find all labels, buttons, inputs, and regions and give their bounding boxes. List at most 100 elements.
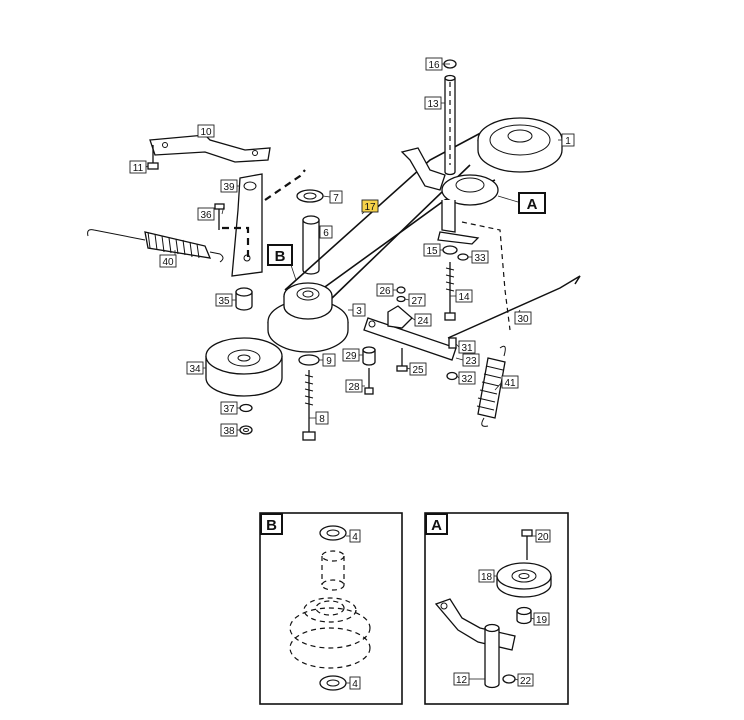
part-label-16[interactable]: 16: [425, 57, 443, 71]
part-label-text: 40: [162, 257, 174, 268]
nut-32: [446, 371, 458, 381]
part-label-40[interactable]: 40: [159, 254, 177, 268]
part-label-17[interactable]: 17: [361, 199, 379, 213]
callout-a[interactable]: A: [518, 192, 546, 214]
part-label-37[interactable]: 37: [220, 401, 238, 415]
part-label-box: [215, 293, 233, 307]
part-label-text: 31: [461, 343, 473, 354]
part-label-28[interactable]: 28: [345, 379, 363, 393]
lever-arm-23: [363, 317, 457, 361]
part-label-31[interactable]: 31: [458, 340, 476, 354]
bolt-28: [364, 368, 374, 395]
part-label-box: [159, 254, 177, 268]
callout-b[interactable]: B: [267, 244, 293, 266]
part-label-box: [471, 250, 489, 264]
inset-a-bolt-20: [521, 529, 533, 560]
part-label-box: [315, 411, 329, 425]
bolt-14: [444, 262, 456, 321]
washer-15: [442, 245, 458, 255]
part-label-text: 35: [218, 296, 230, 307]
idler-bracket-a: [400, 147, 499, 245]
nut-33: [457, 253, 469, 261]
part-label-box: [462, 353, 480, 367]
pin-31: [448, 337, 457, 349]
part-label-text: 9: [326, 356, 332, 367]
part-label-9[interactable]: 9: [322, 353, 336, 367]
part-label-23[interactable]: 23: [462, 353, 480, 367]
part-label-32[interactable]: 32: [458, 371, 476, 385]
part-label-13[interactable]: 13: [424, 96, 442, 110]
part-label-8[interactable]: 8: [315, 411, 329, 425]
part-label-text: 27: [411, 296, 423, 307]
part-label-box: [424, 96, 442, 110]
part-label-box: [129, 160, 147, 174]
inset-a-letter: A: [431, 517, 442, 534]
part-label-box: [458, 371, 476, 385]
idler-pulley-assembly: [267, 282, 349, 353]
washer-27: [396, 295, 406, 303]
inset-a-spacer-19: [516, 606, 532, 625]
part-label-11[interactable]: 11: [129, 160, 147, 174]
part-label-box: [345, 379, 363, 393]
part-label-box: [376, 283, 394, 297]
part-label-38[interactable]: 38: [220, 423, 238, 437]
dashed-link-39: [264, 169, 306, 201]
part-label-26[interactable]: 26: [376, 283, 394, 297]
inset-a: A 20 18 19: [424, 512, 569, 705]
part-label-36[interactable]: 36: [197, 207, 215, 221]
main-pulley-1: [477, 117, 563, 173]
part-label-box: [352, 303, 366, 317]
part-label-27[interactable]: 27: [408, 293, 426, 307]
part-label-1[interactable]: 1: [561, 133, 575, 147]
bolt-36: [214, 203, 225, 230]
callout-a-text: A: [527, 196, 538, 213]
part-label-34[interactable]: 34: [186, 361, 204, 375]
part-label-15[interactable]: 15: [423, 243, 441, 257]
part-label-text: 10: [200, 127, 212, 138]
inset-b-spacer: [321, 550, 345, 591]
part-label-text: 17: [364, 202, 376, 213]
inset-a-label-19: 19: [536, 615, 548, 626]
rod-30: [447, 275, 581, 339]
part-label-10[interactable]: 10: [197, 124, 215, 138]
part-label-14[interactable]: 14: [455, 289, 473, 303]
part-label-text: 7: [333, 193, 339, 204]
part-label-30[interactable]: 30: [514, 311, 532, 325]
part-label-text: 41: [504, 378, 516, 389]
part-label-box: [501, 375, 519, 389]
part-label-7[interactable]: 7: [329, 190, 343, 204]
part-label-33[interactable]: 33: [471, 250, 489, 264]
part-label-text: 13: [427, 99, 439, 110]
part-label-box: [186, 361, 204, 375]
part-label-text: 15: [426, 246, 438, 257]
spring-41: [476, 345, 506, 427]
bracket-24: [387, 305, 413, 329]
part-label-29[interactable]: 29: [342, 348, 360, 362]
part-label-text: 37: [223, 404, 235, 415]
part-label-text: 29: [345, 351, 357, 362]
part-label-41[interactable]: 41: [501, 375, 519, 389]
part-label-box: [342, 348, 360, 362]
inset-a-label-22: 22: [520, 676, 532, 687]
part-label-text: 24: [417, 316, 429, 327]
part-label-35[interactable]: 35: [215, 293, 233, 307]
part-label-text: 1: [565, 136, 571, 147]
part-label-text: 3: [356, 306, 362, 317]
part-label-box: [197, 124, 215, 138]
part-label-text: 33: [474, 253, 486, 264]
part-label-text: 36: [200, 210, 212, 221]
washer-9: [298, 354, 320, 366]
part-label-24[interactable]: 24: [414, 313, 432, 327]
pulley-34: [205, 337, 283, 397]
part-label-box: [319, 225, 333, 239]
part-label-box: [329, 190, 343, 204]
inset-b-label-bottom: 4: [352, 679, 358, 690]
part-label-text: 25: [412, 365, 424, 376]
inset-b-pulley: [289, 597, 371, 669]
part-label-3[interactable]: 3: [352, 303, 366, 317]
part-label-box: [322, 353, 336, 367]
part-label-6[interactable]: 6: [319, 225, 333, 239]
part-label-text: 34: [189, 364, 201, 375]
part-label-39[interactable]: 39: [220, 179, 238, 193]
part-label-25[interactable]: 25: [409, 362, 427, 376]
